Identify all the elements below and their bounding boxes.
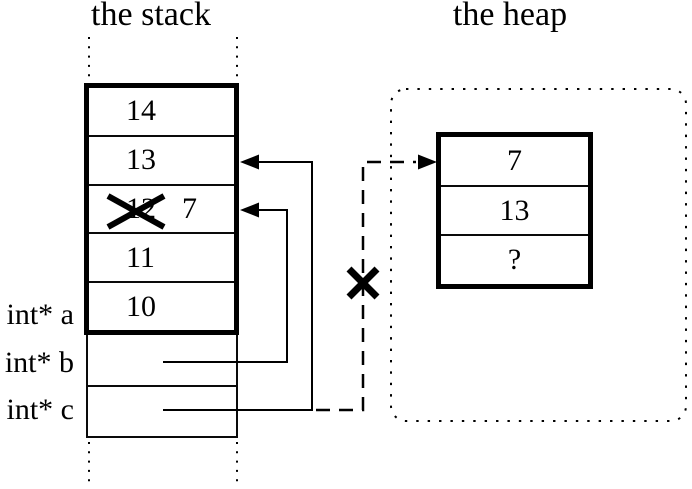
pointer-cells-box xyxy=(86,335,238,438)
stack-cell-overwritten: 12 7 xyxy=(89,186,234,235)
stack-array-box: 14 13 12 7 11 10 xyxy=(84,83,239,335)
stack-cell-old-value: 12 xyxy=(126,191,156,225)
heap-cell-value: 13 xyxy=(499,193,530,227)
stack-cell-14: 14 xyxy=(89,88,234,137)
pointer-b-arrowhead-icon xyxy=(240,202,259,218)
stack-cell-value: 13 xyxy=(126,143,156,177)
pointer-label-c: int* c xyxy=(6,393,75,426)
stack-cell-11: 11 xyxy=(89,234,234,284)
pointer-c-arrowhead-icon xyxy=(240,154,259,170)
heap-cell-unknown: ? xyxy=(441,236,588,284)
pointer-label-b: int* b xyxy=(4,346,74,379)
heap-cell-value: 7 xyxy=(507,143,522,177)
dangling-pointer-arrowhead-icon xyxy=(418,154,437,170)
stack-cell-10: 10 xyxy=(89,283,234,330)
heap-cell-13: 13 xyxy=(441,187,588,237)
pointer-b-cell xyxy=(88,335,236,387)
dangling-pointer-dashed-line xyxy=(316,160,416,412)
heap-cell-value: ? xyxy=(507,243,522,277)
dangling-pointer-x-icon xyxy=(346,266,380,300)
pointer-c-cell xyxy=(88,387,236,437)
stack-cell-value: 11 xyxy=(126,240,155,274)
stack-cell-value: 10 xyxy=(126,289,156,323)
stack-cell-value: 14 xyxy=(126,94,156,128)
stack-cell-13: 13 xyxy=(89,137,234,186)
pointer-label-a: int* a xyxy=(6,298,75,331)
heap-title: the heap xyxy=(452,0,568,33)
stack-title: the stack xyxy=(91,0,211,33)
stack-cell-new-value: 7 xyxy=(182,191,197,225)
heap-array-box: 7 13 ? xyxy=(436,132,593,289)
heap-cell-7: 7 xyxy=(441,137,588,187)
